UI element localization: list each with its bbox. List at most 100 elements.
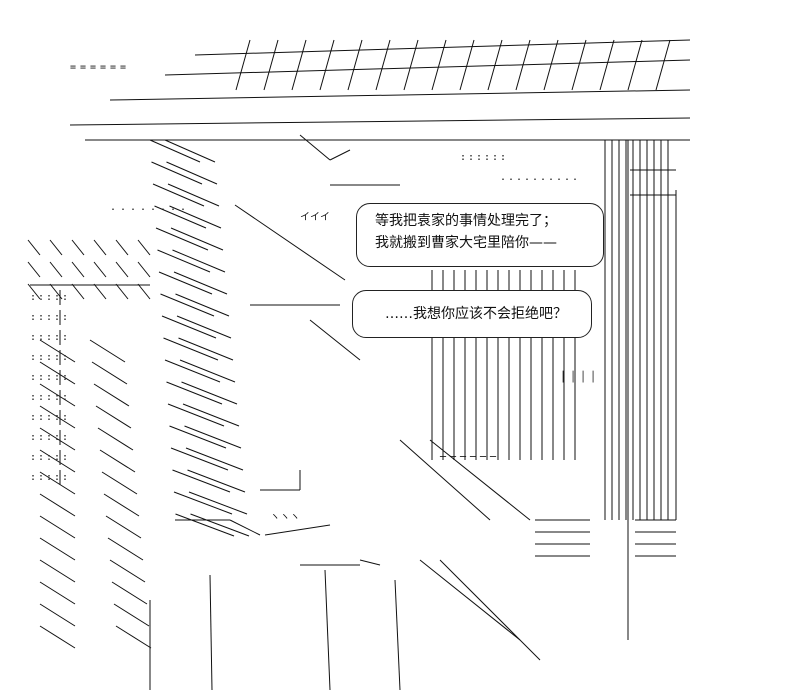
art-glyph: ─ <box>459 452 467 463</box>
art-glyph: : <box>38 352 44 363</box>
art-stroke <box>71 239 85 256</box>
speech-line: ……我想你应该不会拒绝吧？ <box>385 306 567 322</box>
art-stroke <box>39 625 76 649</box>
art-glyph: : <box>30 392 36 403</box>
art-stroke <box>39 405 76 429</box>
art-glyph: : <box>62 392 68 403</box>
art-glyph: . <box>516 172 522 183</box>
art-glyph: : <box>468 152 474 163</box>
art-glyph: : <box>30 332 36 343</box>
art-stroke <box>152 183 205 207</box>
art-stroke <box>173 271 228 295</box>
art-stroke <box>179 359 236 383</box>
art-stroke <box>71 261 85 278</box>
art-glyph: . <box>524 172 530 183</box>
art-stroke <box>164 359 221 383</box>
art-stroke <box>187 469 246 493</box>
art-stroke <box>319 39 335 91</box>
art-stroke <box>160 293 215 317</box>
art-stroke <box>137 283 151 300</box>
art-stroke <box>170 447 229 471</box>
art-glyph: : <box>500 152 506 163</box>
art-glyph: . <box>140 202 146 213</box>
art-stroke <box>169 205 222 229</box>
art-glyph: . <box>500 172 506 183</box>
art-stroke <box>299 134 331 161</box>
art-glyph: . <box>180 202 186 213</box>
art-stroke <box>181 381 238 405</box>
art-stroke <box>39 361 76 385</box>
art-glyph: = <box>70 62 76 73</box>
art-glyph: : <box>46 332 52 343</box>
art-stroke <box>39 493 76 517</box>
art-stroke <box>95 405 132 429</box>
art-glyph: . <box>572 172 578 183</box>
art-glyph: : <box>30 412 36 423</box>
art-stroke <box>39 581 76 605</box>
art-glyph: : <box>62 352 68 363</box>
art-glyph: イ <box>300 212 310 223</box>
art-stroke <box>375 39 391 91</box>
art-stroke <box>166 381 223 405</box>
art-glyph: : <box>38 472 44 483</box>
art-glyph: . <box>540 172 546 183</box>
art-glyph: : <box>38 452 44 463</box>
art-glyph: . <box>130 202 136 213</box>
art-stroke <box>157 249 211 273</box>
art-glyph: : <box>30 292 36 303</box>
art-stroke <box>309 319 361 361</box>
art-glyph: : <box>54 392 60 403</box>
art-stroke <box>107 537 144 561</box>
art-glyph: ─ <box>469 452 477 463</box>
art-glyph: : <box>54 412 60 423</box>
art-glyph: : <box>30 432 36 443</box>
art-glyph: : <box>46 452 52 463</box>
art-glyph: : <box>54 452 60 463</box>
art-stroke <box>184 425 242 449</box>
art-stroke <box>39 603 76 627</box>
art-glyph: = <box>120 62 126 73</box>
art-stroke <box>627 39 643 91</box>
art-stroke <box>172 249 226 273</box>
art-stroke <box>329 149 351 161</box>
art-glyph: : <box>62 472 68 483</box>
art-stroke <box>39 427 76 451</box>
art-stroke <box>164 139 216 163</box>
art-stroke <box>431 39 447 91</box>
art-glyph: : <box>30 352 36 363</box>
art-stroke <box>399 439 491 521</box>
art-stroke <box>599 39 615 91</box>
art-glyph: : <box>38 332 44 343</box>
art-glyph: │ <box>560 370 566 383</box>
art-glyph: = <box>80 62 86 73</box>
art-stroke <box>419 559 521 641</box>
art-glyph: . <box>556 172 562 183</box>
art-glyph: : <box>30 452 36 463</box>
art-stroke <box>166 161 218 185</box>
speech-bubble-1: 等我把袁家的事情处理完了； 我就搬到曹家大宅里陪你—— <box>356 203 604 267</box>
art-glyph: : <box>54 372 60 383</box>
art-stroke <box>91 361 128 385</box>
art-glyph: ─ <box>449 452 457 463</box>
art-glyph: : <box>46 292 52 303</box>
art-stroke <box>347 39 363 91</box>
art-stroke <box>109 559 146 583</box>
art-stroke <box>115 239 129 256</box>
art-glyph: : <box>54 292 60 303</box>
art-stroke <box>89 339 126 363</box>
art-glyph: : <box>30 472 36 483</box>
art-glyph: : <box>62 372 68 383</box>
art-stroke <box>194 39 691 56</box>
art-glyph: │ <box>570 370 576 383</box>
art-glyphs: ::::::::::::::::::::::::::::::::::::::::… <box>30 62 596 523</box>
art-glyph: : <box>30 312 36 323</box>
art-stroke <box>115 261 129 278</box>
art-glyph: : <box>62 332 68 343</box>
art-stroke <box>158 271 213 295</box>
art-glyph: : <box>54 472 60 483</box>
art-stroke <box>93 283 107 300</box>
art-stroke <box>169 425 227 449</box>
art-stroke <box>69 117 691 126</box>
art-glyph: : <box>38 292 44 303</box>
art-stroke <box>113 603 150 627</box>
